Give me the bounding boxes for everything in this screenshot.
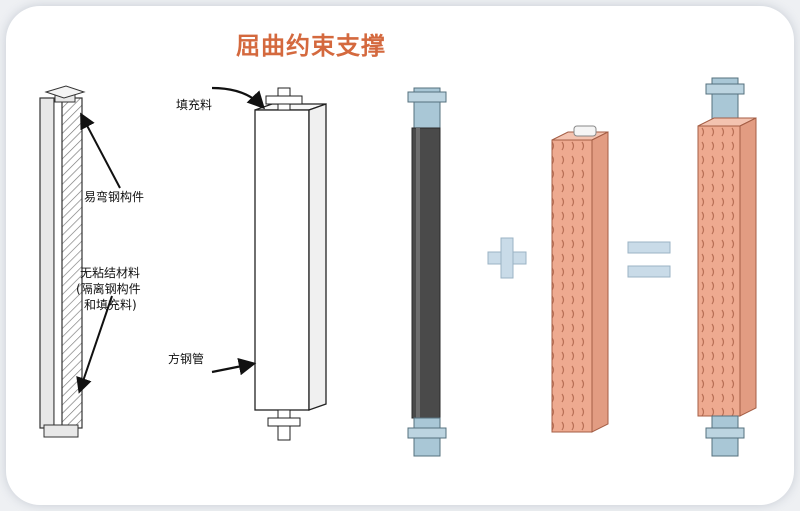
brace-section-drawing [39, 85, 86, 438]
pink-tube-end-cap [573, 125, 597, 137]
assembled-tube-side [739, 117, 757, 417]
left-outer-wall [39, 97, 55, 429]
equals-sign-icon [627, 241, 671, 278]
assembled-tube-front [697, 125, 741, 417]
label-core-steel: 易弯钢构件 [84, 190, 145, 204]
steel-core-member [407, 87, 447, 457]
top-cross-plate [44, 85, 86, 99]
pink-square-tube [551, 125, 609, 433]
tube-front-face [254, 109, 310, 411]
label-square-tube: 方钢管 [168, 352, 205, 366]
label-filler: 填充料 [176, 98, 213, 112]
arrow-core-steel [80, 112, 121, 189]
label-unbonded-line3: 和填充料) [84, 298, 137, 312]
core-bottom-flange [407, 427, 447, 439]
arrow-filler [211, 86, 266, 110]
label-unbonded-line2: (隔离钢构件 [76, 282, 141, 296]
pink-tube-side-face [591, 131, 609, 433]
figure-card [6, 6, 794, 505]
figure-title: 屈曲约束支撑 [236, 32, 386, 60]
core-steel-member [61, 97, 83, 429]
core-top-flange [265, 95, 303, 105]
bottom-cap [43, 424, 79, 438]
pink-tube-front-face [551, 139, 593, 433]
tube-side-face [308, 103, 327, 411]
plus-sign-icon [487, 237, 527, 279]
arrow-tube [211, 357, 257, 376]
core-top-flange [407, 91, 447, 103]
label-unbonded-line1: 无粘结材料 [80, 266, 141, 280]
assembled-brace [697, 77, 757, 457]
square-tube-drawing [254, 87, 327, 441]
core-bottom-flange [267, 417, 301, 427]
unbonded-layer [53, 97, 63, 429]
arrow-unbonded [76, 295, 113, 394]
